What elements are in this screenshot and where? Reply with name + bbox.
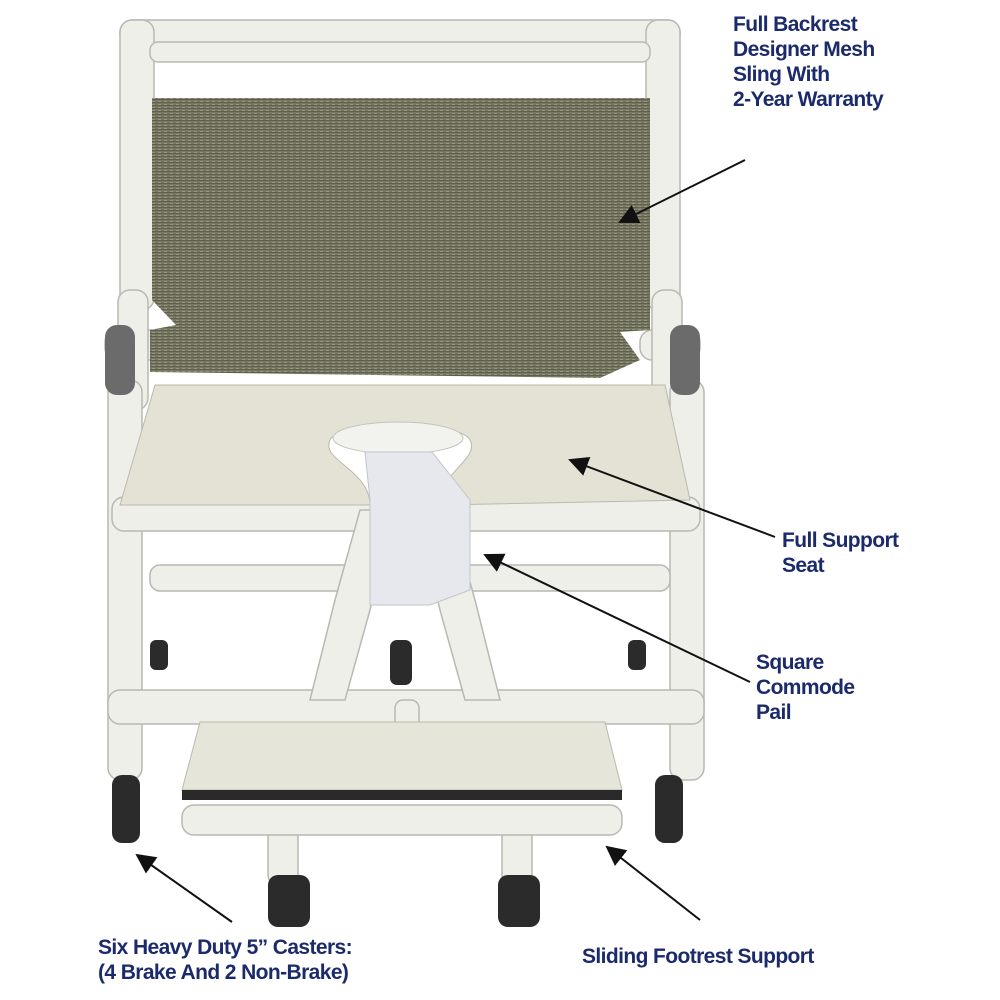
arrow-seat: [568, 456, 776, 538]
callout-line: Designer Mesh: [733, 38, 875, 61]
armrest-pad-right: [670, 325, 700, 395]
callout-seat: Full Support Seat: [782, 528, 899, 578]
callout-backrest: Full Backrest Designer Mesh Sling With 2…: [733, 12, 884, 112]
callout-arrows: [135, 159, 776, 923]
back-post-left: [119, 19, 155, 311]
callout-line: Pail: [756, 701, 792, 724]
caster: [498, 875, 540, 927]
footrest-plate: [181, 721, 623, 791]
callout-line: Full Backrest: [733, 13, 858, 36]
caster: [655, 775, 683, 843]
callout-line: Sling With: [733, 63, 830, 86]
callout-line: Sliding Footrest Support: [582, 945, 814, 968]
arrow-footrest: [605, 845, 701, 921]
armrest-pad-left: [105, 325, 135, 395]
footrest-edge: [182, 790, 622, 800]
arrow-backrest: [618, 159, 746, 223]
callout-line: Commode: [756, 676, 855, 699]
callout-line: 2-Year Warranty: [733, 88, 884, 111]
callout-footrest: Sliding Footrest Support: [582, 944, 814, 969]
callout-pail: Square Commode Pail: [756, 650, 855, 725]
caster: [150, 640, 168, 670]
mesh-backrest-sling: [150, 98, 650, 378]
commode-pail: [364, 451, 471, 606]
back-post-right: [645, 19, 681, 311]
caster: [268, 875, 310, 927]
arrow-pail: [483, 553, 751, 683]
callout-line: (4 Brake And 2 Non-Brake): [98, 961, 349, 984]
caster: [112, 775, 140, 843]
casters: [112, 640, 683, 927]
callout-casters: Six Heavy Duty 5” Casters: (4 Brake And …: [98, 935, 353, 985]
pail-lid: [332, 421, 464, 455]
arrow-casters: [135, 853, 233, 923]
callout-line: Seat: [782, 554, 825, 577]
callout-line: Six Heavy Duty 5” Casters:: [98, 936, 353, 959]
caster: [628, 640, 646, 670]
caster: [390, 640, 412, 685]
footrest-rail: [181, 804, 623, 836]
callout-line: Square: [756, 651, 824, 674]
callout-line: Full Support: [782, 529, 899, 552]
